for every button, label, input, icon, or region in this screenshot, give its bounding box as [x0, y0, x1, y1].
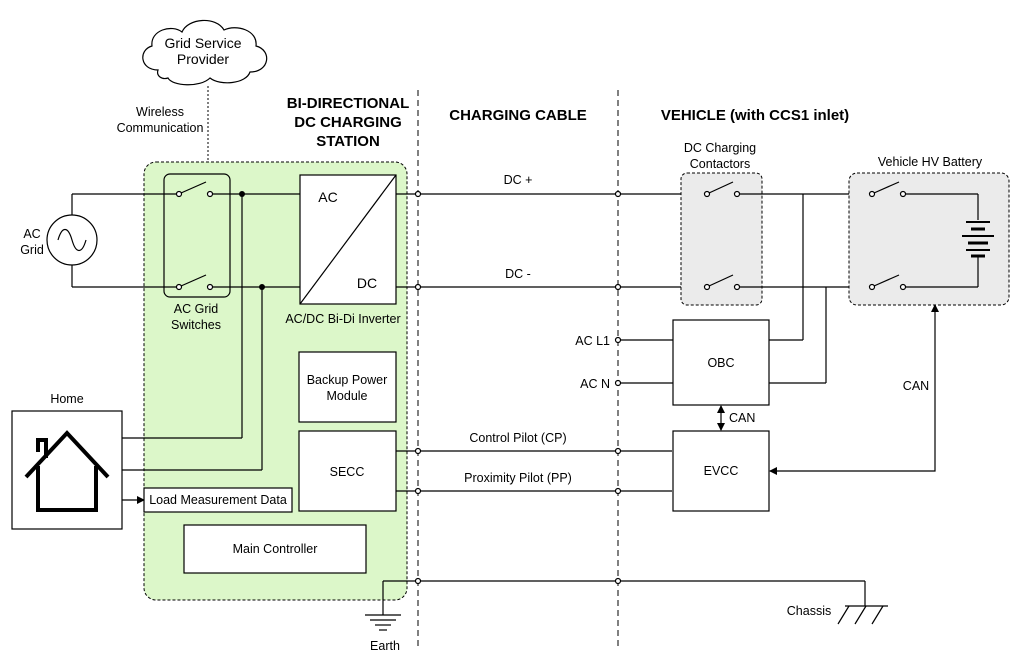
- grid-service-cloud: [142, 19, 268, 86]
- ac-grid-line1: AC: [23, 227, 40, 241]
- switch-upper: [180, 181, 207, 194]
- can-battery-label: CAN: [903, 379, 929, 393]
- home-label: Home: [50, 392, 83, 406]
- contactors-line1: DC Charging: [684, 141, 756, 155]
- backup-line1: Backup Power: [307, 373, 388, 387]
- backup-line2: Module: [327, 389, 368, 403]
- switch-lower: [180, 274, 207, 287]
- wireless-line2: Communication: [117, 121, 204, 135]
- main-controller-label: Main Controller: [233, 542, 318, 556]
- load-measurement-box: [143, 487, 293, 513]
- contactor-plus: [708, 181, 734, 194]
- ac-grid-line2: Grid: [20, 243, 44, 257]
- ac-n-label: AC N: [580, 377, 610, 391]
- ac-l1-label: AC L1: [575, 334, 610, 348]
- main-controller-box: [183, 524, 367, 574]
- inverter-ac: AC: [318, 189, 337, 205]
- control-pilot-label: Control Pilot (CP): [469, 431, 566, 445]
- earth-label: Earth: [370, 639, 400, 653]
- evcc-box: [672, 430, 770, 512]
- secc-label: SECC: [330, 465, 365, 479]
- station-header-2: DC CHARGING: [294, 114, 402, 131]
- station-header-1: BI-DIRECTIONAL: [287, 95, 410, 112]
- earth-ground-icon: [365, 614, 401, 631]
- station-header-3: STATION: [316, 133, 380, 150]
- contactors-line2: Contactors: [690, 157, 750, 171]
- connector-points: [414, 190, 622, 585]
- ac-grid-switches-box: [163, 173, 231, 298]
- dc-plus-label: DC +: [504, 173, 533, 187]
- proximity-pilot-label: Proximity Pilot (PP): [464, 471, 572, 485]
- cloud-line1: Grid Service: [164, 35, 241, 51]
- backup-power-box: [298, 351, 397, 423]
- house-icon: [24, 430, 110, 512]
- cloud-line2: Provider: [177, 51, 229, 67]
- secc-box: [298, 430, 397, 512]
- obc-box: [672, 319, 770, 406]
- wireless-line1: Wireless: [136, 105, 184, 119]
- load-measurement-label: Load Measurement Data: [149, 493, 287, 507]
- battery-label: Vehicle HV Battery: [878, 155, 983, 169]
- dc-contactors-box: [680, 172, 763, 306]
- contactor-minus: [708, 274, 734, 287]
- dc-minus-label: DC -: [505, 267, 531, 281]
- can-battery-evcc-line: [769, 304, 939, 475]
- ac-grid-switches-line1: AC Grid: [174, 302, 219, 316]
- vehicle-header: VEHICLE (with CCS1 inlet): [661, 107, 849, 124]
- chassis-ground-icon: [837, 605, 888, 625]
- evcc-label: EVCC: [704, 464, 739, 478]
- inverter-caption: AC/DC Bi-Di Inverter: [285, 312, 400, 326]
- sine-wave-icon: [57, 228, 87, 252]
- cable-header: CHARGING CABLE: [449, 107, 587, 124]
- can-obc-evcc-label: CAN: [729, 411, 755, 425]
- chassis-label: Chassis: [787, 604, 831, 618]
- inverter-dc: DC: [357, 275, 377, 291]
- ac-grid-switches-line2: Switches: [171, 318, 221, 332]
- battery-cells-icon: [962, 221, 994, 258]
- obc-label: OBC: [707, 356, 734, 370]
